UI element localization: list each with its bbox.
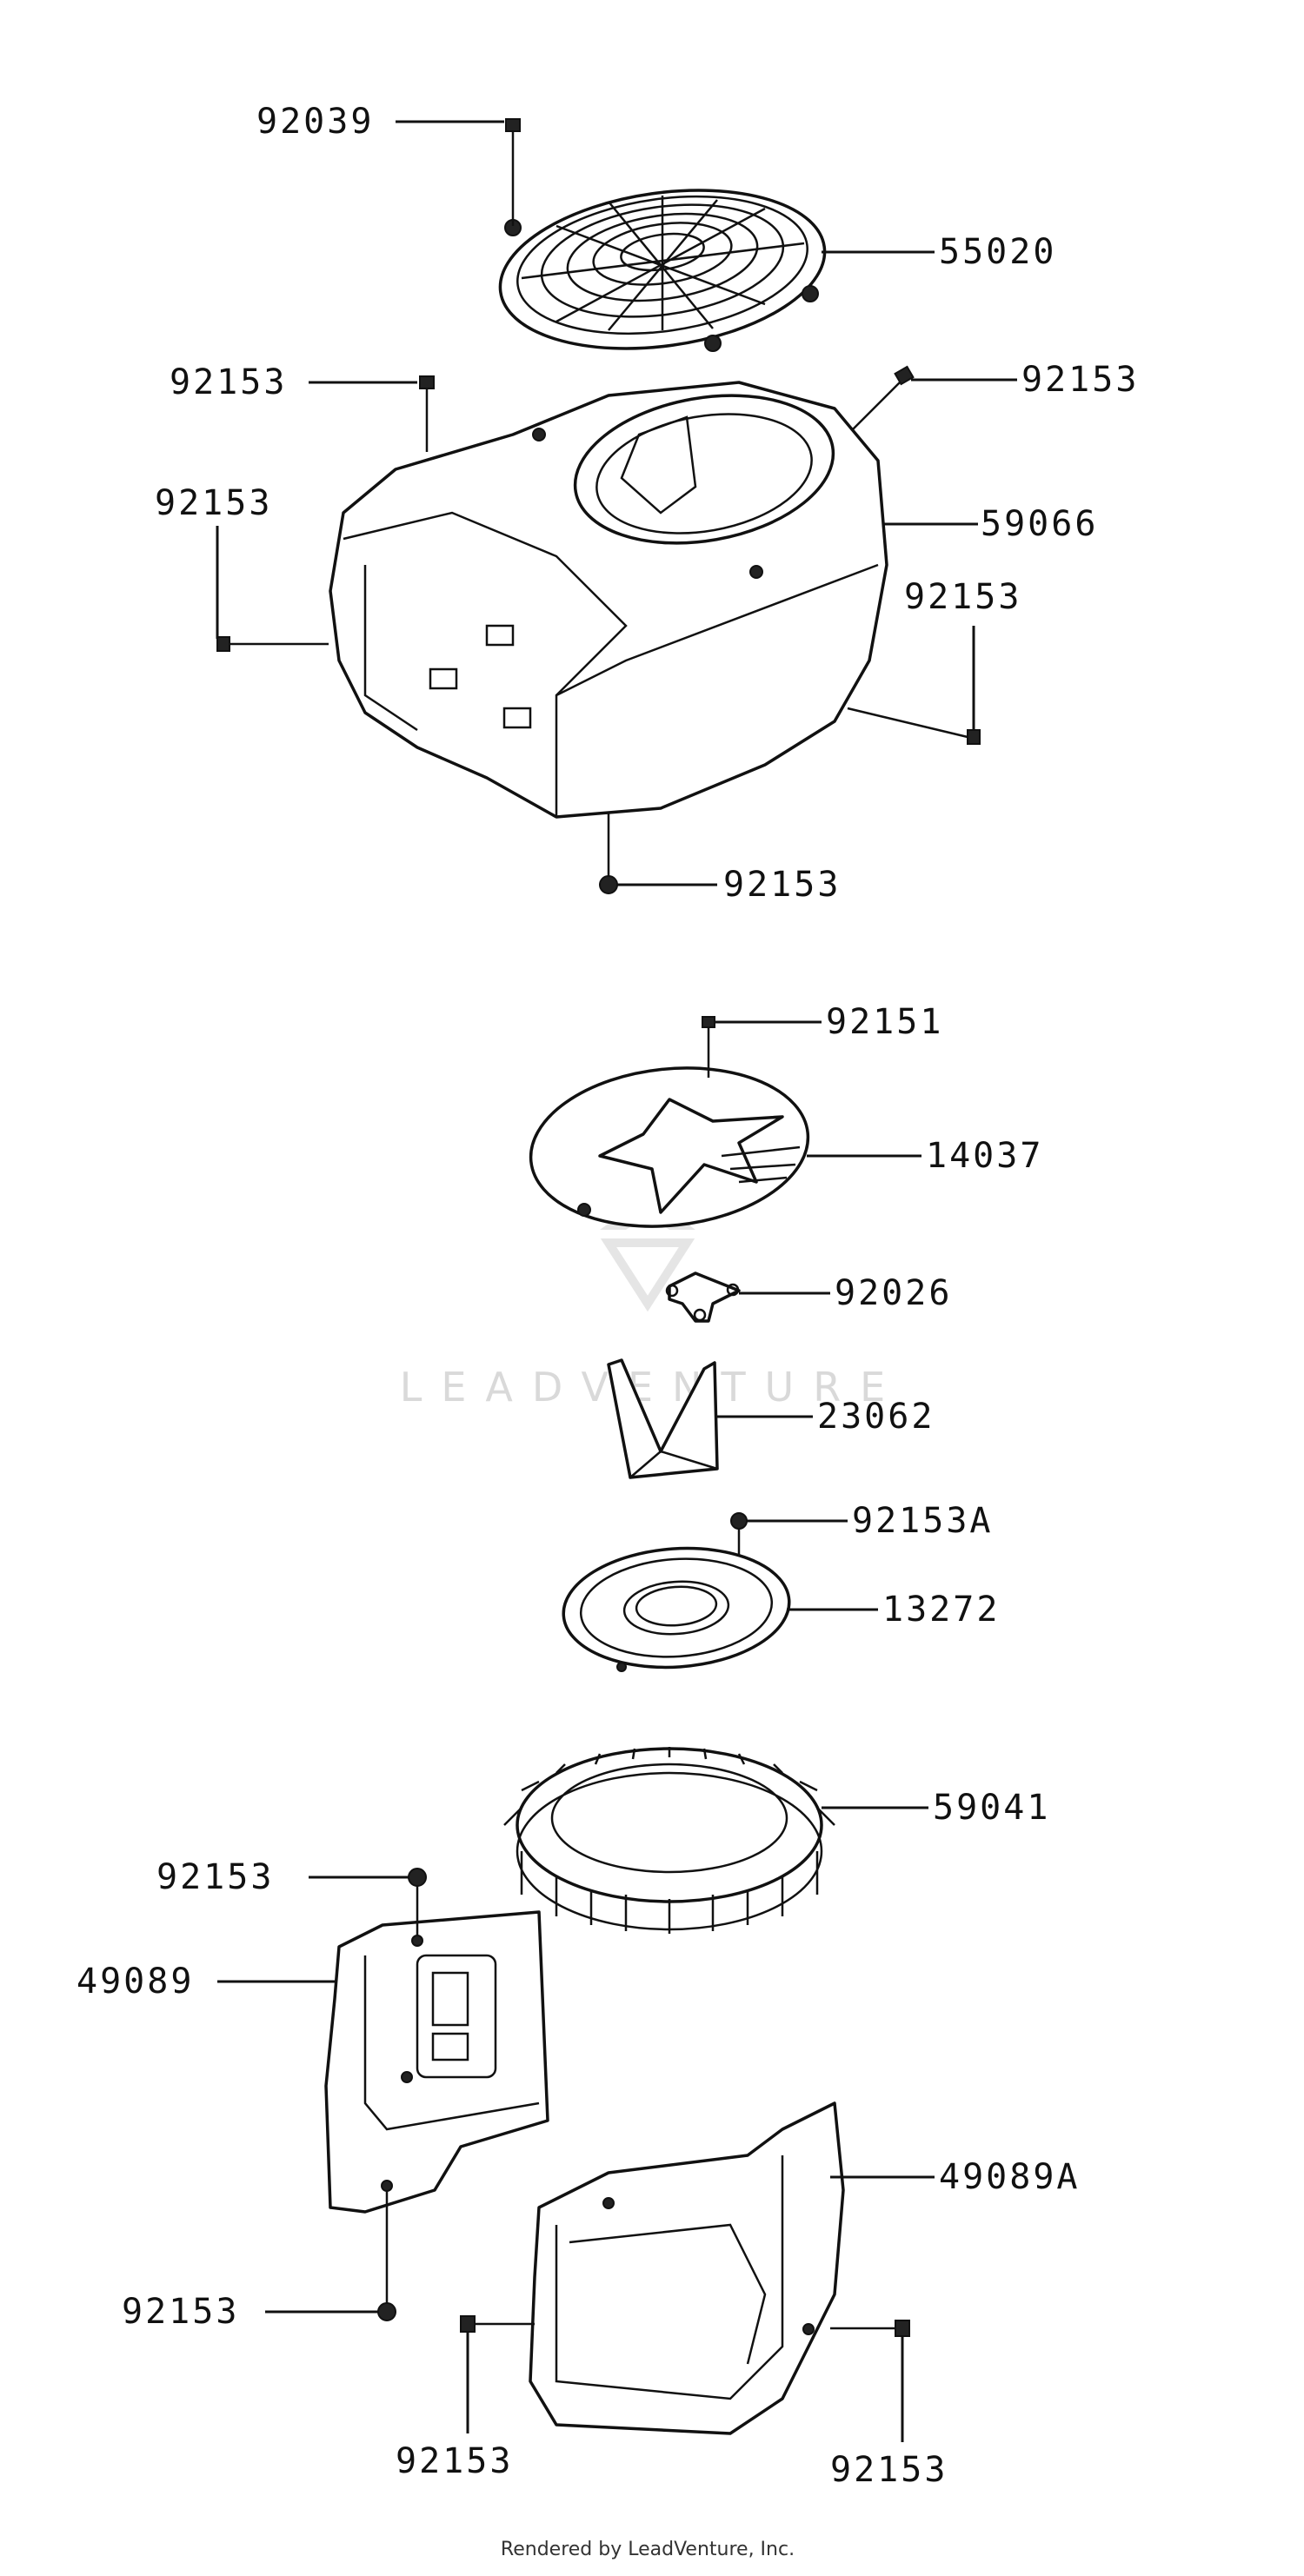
bolt-92153A-icon (730, 1512, 748, 1556)
footer-credit: Rendered by LeadVenture, Inc. (501, 2539, 795, 2560)
leader-lines (216, 120, 1017, 2442)
disc-plate (562, 1546, 791, 1672)
callout-92039: 92039 (256, 102, 374, 142)
bolt-92153-g-icon (377, 2190, 396, 2321)
callout-92153-a: 92153 (170, 362, 287, 402)
callout-92153-f: 92153 (156, 1857, 274, 1897)
callout-23062: 23062 (817, 1397, 935, 1437)
fasteners (216, 118, 981, 2337)
callout-59041: 59041 (933, 1788, 1050, 1828)
bolt-92039-icon (505, 118, 521, 226)
cooling-fan (503, 1747, 835, 1934)
callout-92153-e: 92153 (723, 865, 841, 905)
callout-49089A: 49089A (939, 2157, 1081, 2197)
bolt-92153-d-icon (847, 707, 981, 745)
callout-92153-h: 92153 (396, 2441, 513, 2481)
callout-92153-b: 92153 (1021, 360, 1139, 400)
callout-92153-g: 92153 (122, 2292, 239, 2332)
bracket (607, 1358, 719, 1479)
bolt-92153-e-icon (599, 813, 618, 894)
watermark-text: LEADVENTURE (400, 1364, 905, 1411)
callout-92153A: 92153A (852, 1501, 994, 1541)
callout-92151: 92151 (826, 1002, 943, 1042)
blower-housing (329, 381, 888, 819)
callout-49089: 49089 (77, 1962, 194, 2002)
callout-92153-d: 92153 (904, 577, 1021, 617)
callout-59066: 59066 (981, 504, 1098, 544)
callout-labels: 92039 55020 92153 92153 92153 59066 9215… (77, 102, 1139, 2490)
bolt-92153-f-icon (408, 1868, 427, 1936)
callout-55020: 55020 (939, 232, 1056, 272)
bolt-92153-b-icon (851, 365, 915, 431)
callout-14037: 14037 (926, 1136, 1043, 1176)
bolt-92153-h-icon (460, 2315, 535, 2333)
callout-13272: 13272 (882, 1590, 1000, 1630)
callout-92153-c: 92153 (155, 483, 272, 523)
spacer (665, 1271, 741, 1323)
callout-92153-i: 92153 (830, 2450, 948, 2490)
bolt-92153-a-icon (419, 375, 435, 452)
right-shroud (529, 2101, 845, 2435)
watermark: LEADVENTURE (400, 1195, 905, 1411)
screen-plate (529, 1066, 810, 1228)
bolt-92153-c-icon (216, 636, 329, 652)
fan-guard-screen (498, 189, 827, 352)
bolt-92153-i-icon (830, 2320, 910, 2337)
callout-92026: 92026 (835, 1273, 952, 1313)
left-shroud (324, 1910, 549, 2214)
